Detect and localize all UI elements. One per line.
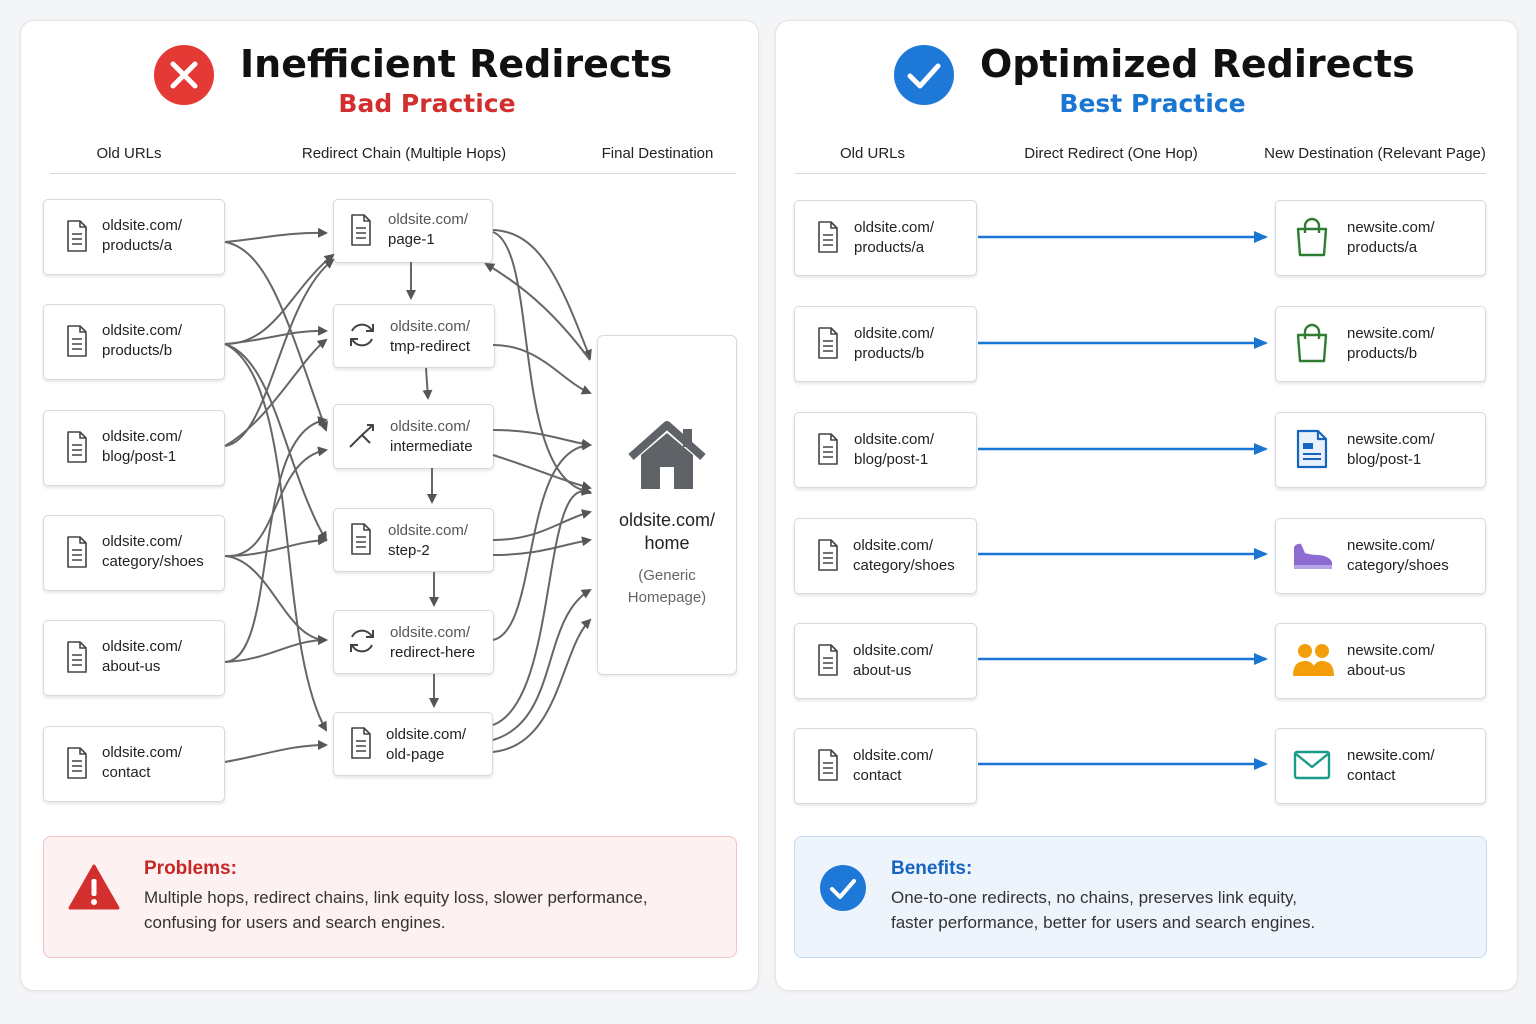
final-destination-node[interactable]: oldsite.com/ home (Generic Homepage) [597,335,737,675]
problems-line-1: Multiple hops, redirect chains, link equ… [144,888,648,907]
column-header-redirect-chain: Redirect Chain (Multiple Hops) [301,145,507,162]
column-header-old-urls: Old URLs [96,145,162,162]
document-icon [818,644,838,676]
shoe-icon [1294,543,1332,569]
new-url-node-category-shoes[interactable]: newsite.com/category/shoes [1275,518,1486,594]
check-circle-icon [820,865,866,911]
old-url-node-products-a[interactable]: oldsite.com/products/a [794,200,977,276]
chain-node-redirect-here[interactable]: oldsite.com/redirect-here [333,610,494,674]
bad-subtitle: Bad Practice [338,89,516,118]
benefits-line-2: faster performance, better for users and… [891,913,1316,932]
old-url-node-contact[interactable]: oldsite.com/contact [43,726,225,802]
problems-box: Problems: Multiple hops, redirect chains… [43,836,737,958]
column-header-new-destination: New Destination (Relevant Page) [1264,145,1486,162]
document-icon [818,221,838,253]
old-url-node-blog-post-1[interactable]: oldsite.com/blog/post-1 [43,410,225,486]
old-url-node-about-us[interactable]: oldsite.com/about-us [794,623,977,699]
shopping-bag-icon [1296,217,1328,257]
column-header-direct-redirect: Direct Redirect (One Hop) [1024,145,1198,162]
refresh-icon [350,629,374,653]
old-url-node-about-us[interactable]: oldsite.com/about-us [43,620,225,696]
check-circle-icon [894,45,954,105]
new-url-node-blog-post-1[interactable]: newsite.com/blog/post-1 [1275,412,1486,488]
document-icon [67,220,87,252]
old-url-node-products-b[interactable]: oldsite.com/products/b [794,306,977,382]
new-url-node-contact[interactable]: newsite.com/contact [1275,728,1486,804]
bad-title: Inefficient Redirects [240,42,673,86]
people-icon [1293,644,1334,676]
old-url-node-category-shoes[interactable]: oldsite.com/category/shoes [43,515,225,591]
old-url-node-products-a[interactable]: oldsite.com/products/a [43,199,225,275]
document-icon [67,747,87,779]
shopping-bag-icon [1296,323,1328,363]
chain-node-page-1[interactable]: oldsite.com/page-1 [333,199,493,263]
chain-node-intermediate[interactable]: oldsite.com/intermediate [333,404,494,469]
document-icon [351,523,371,555]
old-url-node-category-shoes[interactable]: oldsite.com/category/shoes [794,518,977,594]
column-header-old-urls: Old URLs [839,145,906,162]
document-icon [818,749,838,781]
home-icon [628,421,706,489]
document-icon [67,536,87,568]
refresh-icon [350,323,374,347]
good-subtitle: Best Practice [1059,89,1246,118]
warning-icon [68,864,120,910]
chain-node-old-page[interactable]: oldsite.com/old-page [333,712,493,776]
benefits-line-1: One-to-one redirects, no chains, preserv… [891,888,1297,907]
new-url-node-products-a[interactable]: newsite.com/products/a [1275,200,1486,276]
new-url-node-products-b[interactable]: newsite.com/products/b [1275,306,1486,382]
document-icon [818,539,838,571]
x-circle-icon [154,45,214,105]
chain-node-tmp-redirect[interactable]: oldsite.com/tmp-redirect [333,304,495,368]
problems-line-2: confusing for users and search engines. [144,913,446,932]
document-icon [67,431,87,463]
envelope-icon [1293,750,1331,780]
best-practice-panel [775,20,1518,991]
old-url-node-blog-post-1[interactable]: oldsite.com/blog/post-1 [794,412,977,488]
column-header-final-destination: Final Destination [601,145,714,162]
article-icon [1296,429,1328,469]
benefits-box: Benefits: One-to-one redirects, no chain… [794,836,1487,958]
document-icon [67,641,87,673]
new-url-node-about-us[interactable]: newsite.com/about-us [1275,623,1486,699]
split-arrow-icon [349,424,374,448]
problems-title: Problems: [144,858,237,879]
document-icon [351,214,371,246]
good-title: Optimized Redirects [980,42,1415,86]
document-icon [818,327,838,359]
old-url-node-contact[interactable]: oldsite.com/contact [794,728,977,804]
document-icon [67,325,87,357]
document-icon [351,727,371,759]
document-icon [818,433,838,465]
chain-node-step-2[interactable]: oldsite.com/step-2 [333,508,494,572]
benefits-title: Benefits: [891,858,973,879]
old-url-node-products-b[interactable]: oldsite.com/products/b [43,304,225,380]
